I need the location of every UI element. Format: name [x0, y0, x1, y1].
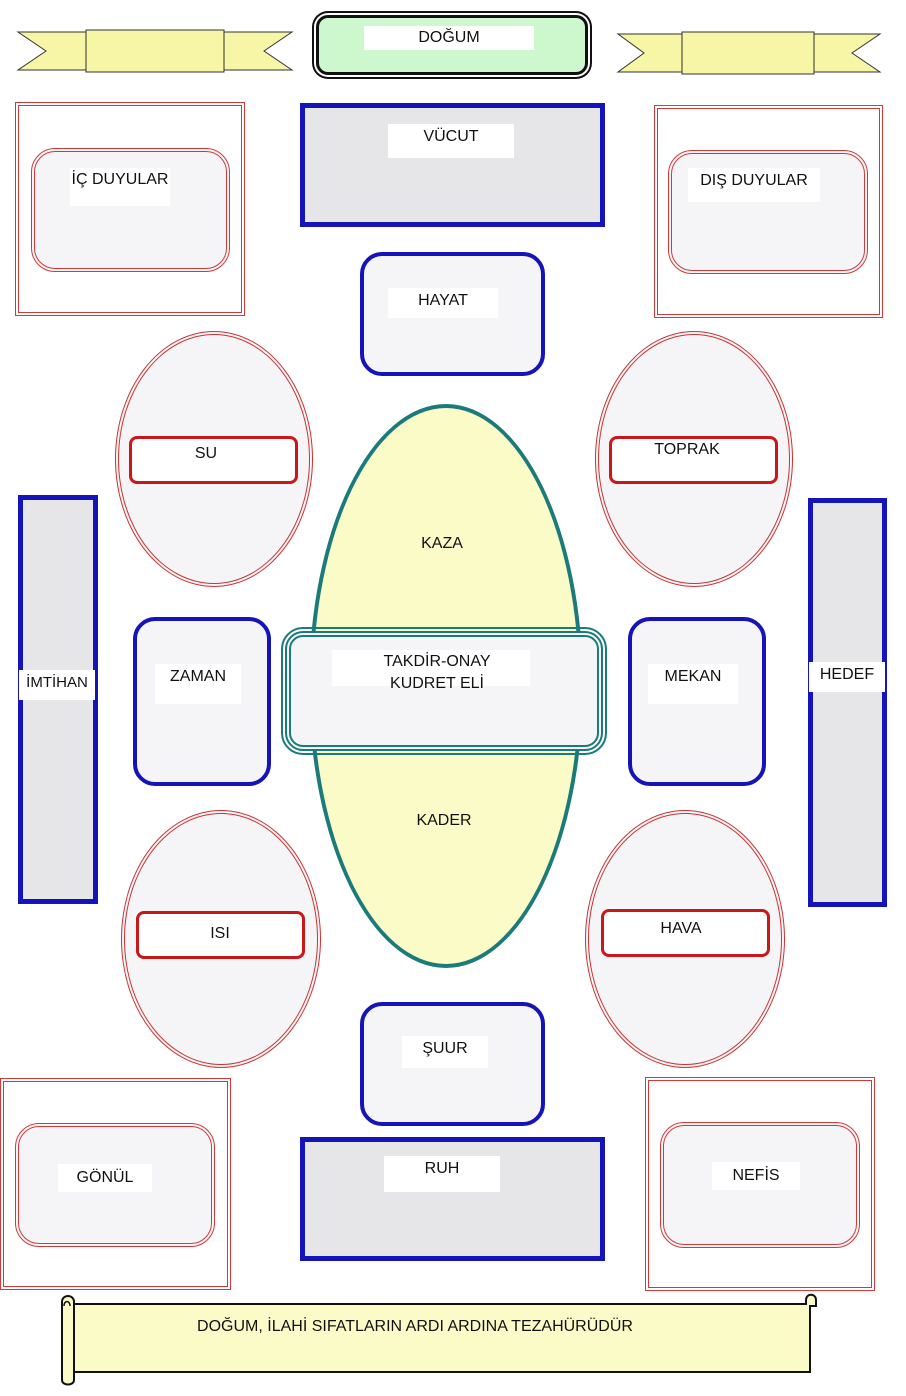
footer-scroll — [61, 1293, 817, 1386]
water-bar — [129, 436, 298, 484]
goal-bar — [808, 498, 887, 907]
ribbon-banner-left — [16, 29, 294, 73]
earth-label: TOPRAK — [654, 441, 720, 458]
inner-senses-label: İÇ DUYULAR — [70, 168, 170, 206]
decree-label-bg — [332, 650, 530, 686]
earth-bar — [609, 436, 778, 484]
outer-senses-label: DIŞ DUYULAR — [688, 168, 820, 202]
air-bar — [601, 909, 770, 957]
consciousness-label: ŞUUR — [402, 1036, 488, 1068]
decree-label-line1: TAKDİR-ONAY — [383, 653, 491, 670]
place-label: MEKAN — [648, 664, 738, 704]
ribbon-banner-right — [616, 31, 882, 75]
inner-senses-box — [31, 148, 230, 272]
water-label: SU — [194, 445, 218, 462]
footer-text: DOĞUM, İLAHİ SIFATLARIN ARDI ARDINA TEZA… — [197, 1318, 633, 1335]
heat-label: ISI — [210, 925, 230, 942]
goal-label: HEDEF — [809, 662, 885, 692]
decree-label-line2: KUDRET ELİ — [390, 675, 484, 692]
air-label: HAVA — [660, 920, 702, 937]
decree-frame-outer — [281, 627, 607, 755]
body-label: VÜCUT — [388, 124, 514, 158]
kaza-label: KAZA — [421, 535, 463, 552]
spirit-label: RUH — [384, 1156, 500, 1192]
body-box — [300, 103, 605, 227]
time-label: ZAMAN — [155, 664, 241, 704]
ego-box — [660, 1122, 860, 1248]
kader-label: KADER — [416, 812, 472, 829]
trial-label: İMTİHAN — [19, 670, 95, 700]
ego-label: NEFİS — [712, 1162, 800, 1190]
birth-box — [316, 15, 588, 75]
heart-label: GÖNÜL — [58, 1164, 152, 1192]
life-label: HAYAT — [388, 288, 498, 318]
heat-bar — [136, 911, 305, 959]
birth-label: DOĞUM — [364, 26, 534, 50]
